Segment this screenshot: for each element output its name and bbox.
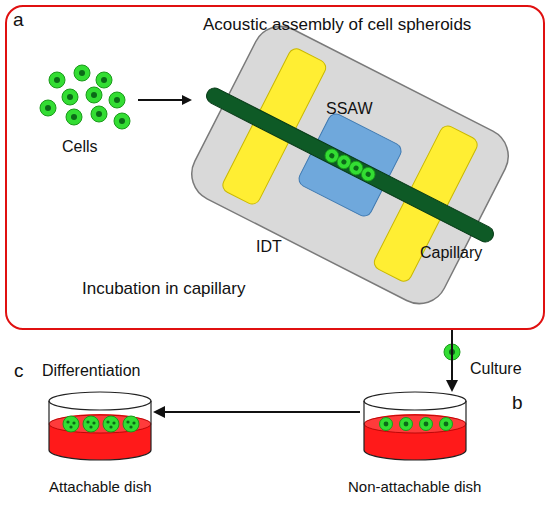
dish-drawing (45, 390, 155, 462)
process-arrow (451, 330, 453, 390)
panel-letter: b (512, 392, 523, 414)
panel-title: Acoustic assembly of cell spheroids (203, 15, 471, 35)
ssaw-label: SSAW (326, 100, 373, 118)
panel-caption: Incubation in capillary (82, 279, 245, 299)
idt-label: IDT (256, 238, 282, 256)
step-label: Differentiation (42, 362, 140, 380)
cells-label: Cells (62, 138, 98, 156)
cell-arrow (138, 99, 190, 101)
saw-device (164, 8, 535, 323)
dish-drawing (360, 390, 470, 462)
panel-letter: a (13, 9, 24, 31)
dish-label: Non-attachable dish (348, 478, 481, 495)
edge-label: Culture (470, 360, 522, 378)
dish-node: Non-attachable dish (360, 390, 470, 510)
panel-box: a Acoustic assembly of cell spheroidsIncu… (5, 5, 545, 330)
panel-letter: c (14, 360, 24, 382)
capillary-label: Capillary (420, 244, 482, 262)
process-arrow (155, 411, 360, 413)
dish-label: Attachable dish (49, 478, 152, 495)
cell-cluster (40, 65, 130, 129)
dish-node: Attachable dish (45, 390, 155, 510)
